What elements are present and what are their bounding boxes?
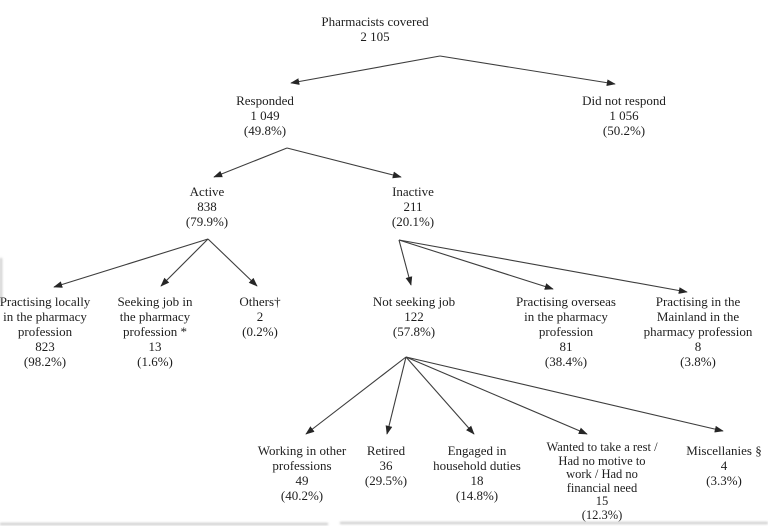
node-active: Active 838 (79.9%): [157, 184, 257, 229]
node-percent: (49.8%): [243, 123, 287, 138]
node-value: 838: [197, 199, 217, 214]
node-miscellanies: Miscellanies § 4 (3.3%): [672, 443, 768, 488]
node-label: Not seeking job: [372, 294, 456, 309]
node-label: Did not respond: [582, 93, 666, 108]
node-label: Wanted to take a rest / Had no motive to…: [546, 440, 658, 495]
node-working-other-professions: Working in other professions 49 (40.2%): [250, 443, 354, 503]
node-label: Inactive: [392, 184, 434, 199]
node-label: Others†: [239, 294, 281, 309]
node-pharmacists-covered: Pharmacists covered 2 105: [290, 14, 460, 44]
node-value: 122: [404, 309, 424, 324]
node-retired: Retired 36 (29.5%): [346, 443, 426, 488]
node-label: Seeking job in the pharmacy profession *: [117, 294, 193, 339]
node-percent: (38.4%): [544, 354, 588, 369]
edge-responded-inactive: [286, 147, 402, 179]
edge-inactive-practising-overseas: [398, 239, 554, 290]
edge-inactive-not-seeking-job: [398, 239, 413, 286]
edge-root-responded: [290, 55, 441, 85]
node-percent: (40.2%): [280, 488, 324, 503]
node-label: Practising overseas in the pharmacy prof…: [515, 294, 616, 339]
node-percent: (57.8%): [392, 324, 436, 339]
node-value: 2: [256, 309, 264, 324]
node-percent: (79.9%): [185, 214, 229, 229]
node-value: 8: [694, 339, 702, 354]
node-percent: (14.8%): [455, 488, 499, 503]
edge-not-seeking-working-other: [305, 356, 407, 435]
node-value: 1 049: [250, 108, 280, 123]
node-percent: (29.5%): [364, 473, 408, 488]
node-label: Working in other professions: [257, 443, 347, 473]
node-wanted-rest: Wanted to take a rest / Had no motive to…: [546, 440, 658, 522]
node-percent: (3.8%): [680, 354, 716, 369]
edge-responded-active: [213, 147, 288, 178]
node-practising-mainland: Practising in the Mainland in the pharma…: [634, 294, 762, 369]
node-household-duties: Engaged in household duties 18 (14.8%): [425, 443, 529, 503]
edge-root-did-not-respond: [439, 55, 616, 87]
node-value: 49: [295, 473, 309, 488]
node-label: Pharmacists covered: [321, 14, 429, 29]
node-value: 1 056: [609, 108, 639, 123]
scan-artifact: [0, 523, 328, 525]
edge-active-others: [207, 238, 258, 287]
node-label: Active: [189, 184, 225, 199]
node-responded: Responded 1 049 (49.8%): [205, 93, 325, 138]
edge-not-seeking-retired: [385, 356, 407, 435]
node-value: 211: [403, 199, 423, 214]
edge-active-practising-locally: [53, 238, 209, 288]
node-value: 823: [35, 339, 55, 354]
node-value: 2 105: [360, 29, 390, 44]
node-label: Retired: [366, 443, 406, 458]
node-label: Miscellanies §: [686, 443, 762, 458]
scan-artifact: [340, 522, 768, 524]
node-value: 18: [470, 473, 484, 488]
node-inactive: Inactive 211 (20.1%): [363, 184, 463, 229]
edge-not-seeking-wanted-rest: [405, 356, 588, 435]
node-percent: (3.3%): [706, 473, 742, 488]
node-others: Others† 2 (0.2%): [220, 294, 300, 339]
edge-active-seeking-job: [160, 238, 209, 287]
edge-not-seeking-miscellanies: [405, 356, 724, 433]
edge-inactive-practising-mainland: [398, 239, 688, 294]
scan-artifact: [0, 258, 2, 302]
node-label: Engaged in household duties: [433, 443, 521, 473]
edge-not-seeking-household-duties: [405, 356, 475, 435]
node-not-seeking-job: Not seeking job 122 (57.8%): [354, 294, 474, 339]
node-percent: (98.2%): [23, 354, 67, 369]
node-value: 4: [720, 458, 728, 473]
node-percent: (0.2%): [242, 324, 278, 339]
node-seeking-job: Seeking job in the pharmacy profession *…: [111, 294, 199, 369]
node-percent: (12.3%): [581, 507, 623, 522]
node-label: Responded: [236, 93, 294, 108]
node-value: 13: [148, 339, 162, 354]
node-did-not-respond: Did not respond 1 056 (50.2%): [559, 93, 689, 138]
node-value: 15: [595, 494, 609, 508]
node-practising-overseas: Practising overseas in the pharmacy prof…: [512, 294, 620, 369]
node-value: 81: [559, 339, 573, 354]
node-label: Practising locally in the pharmacy profe…: [0, 294, 91, 339]
node-percent: (20.1%): [391, 214, 435, 229]
node-label: Practising in the Mainland in the pharma…: [643, 294, 753, 339]
node-percent: (1.6%): [137, 354, 173, 369]
node-percent: (50.2%): [602, 123, 646, 138]
node-value: 36: [379, 458, 393, 473]
node-practising-locally: Practising locally in the pharmacy profe…: [0, 294, 93, 369]
